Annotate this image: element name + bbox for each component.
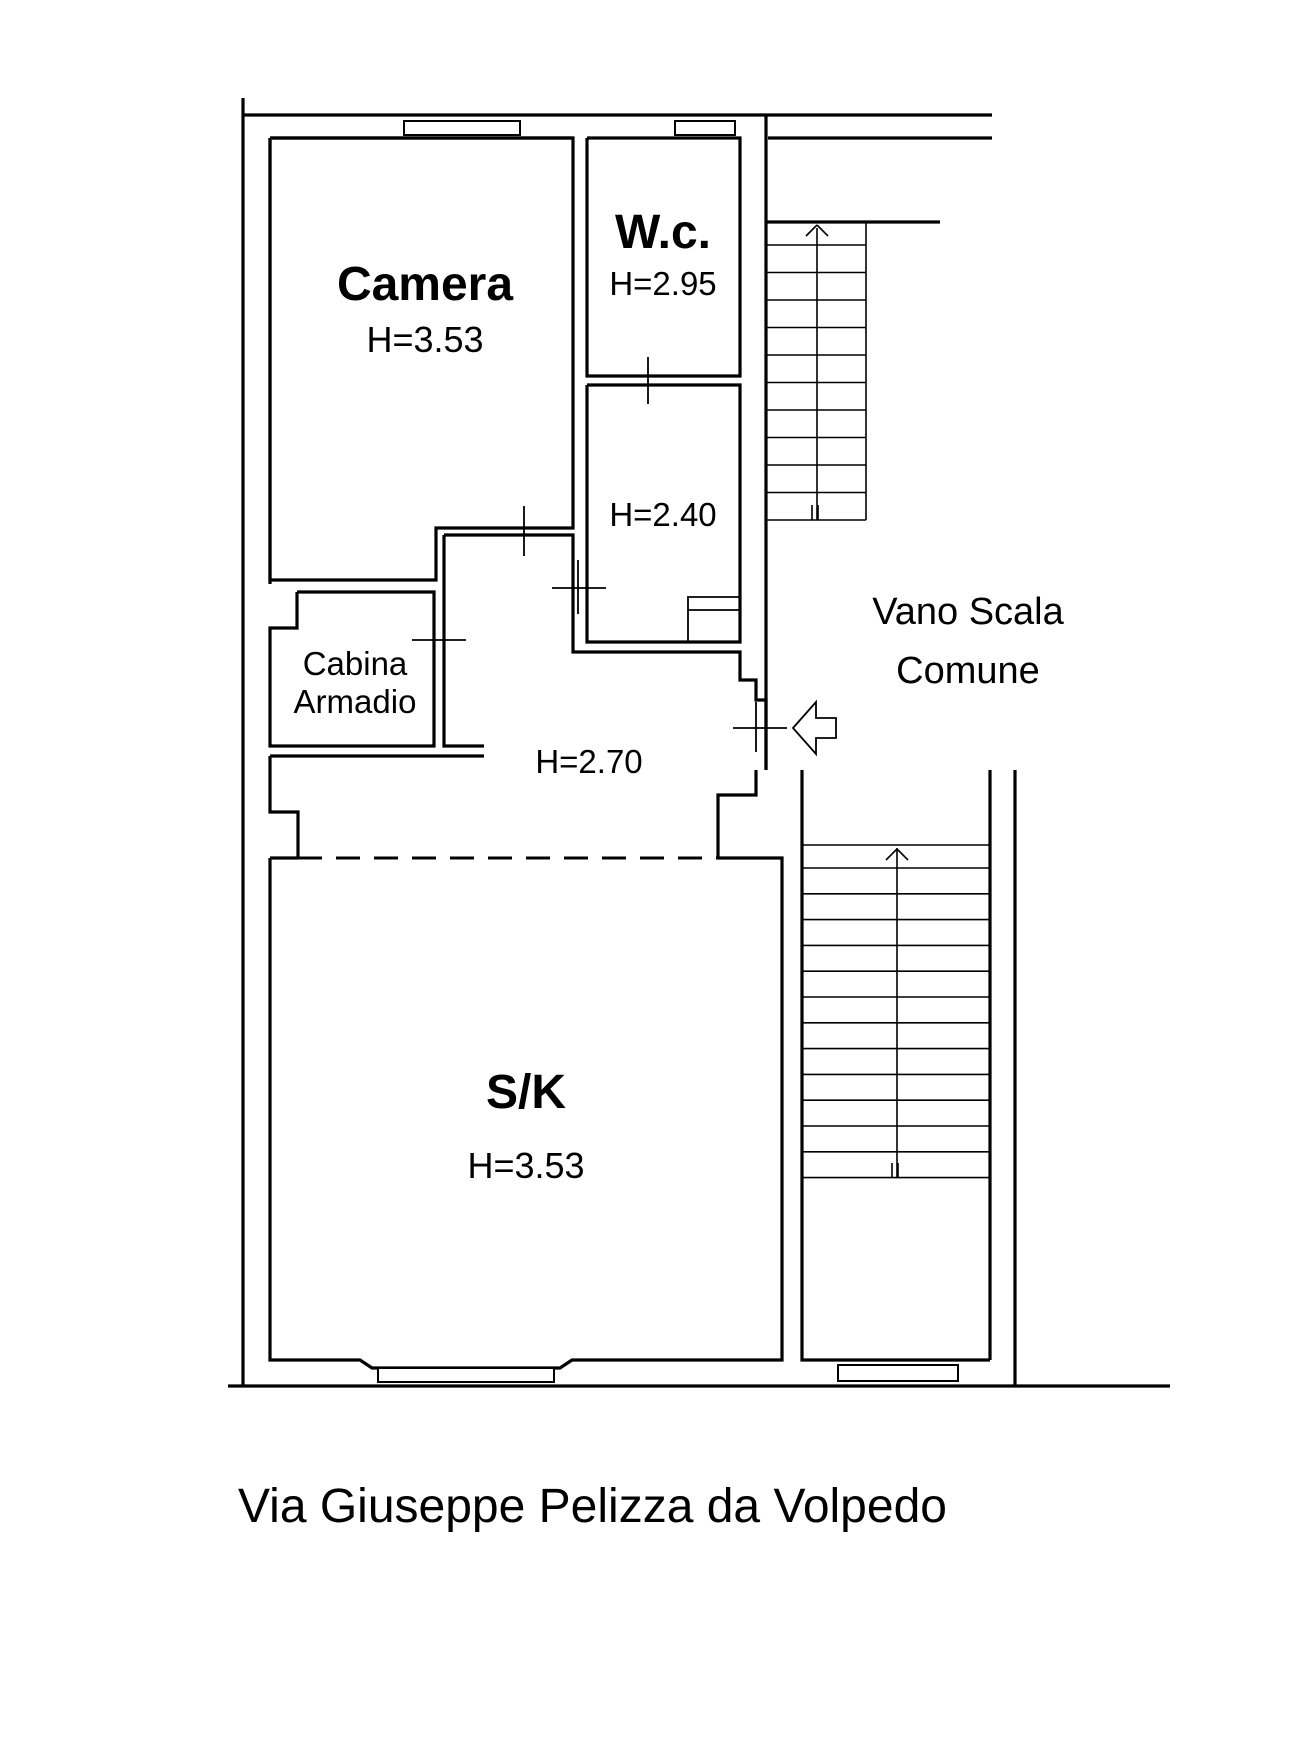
labels: Camera H=3.53 W.c. H=2.95 H=2.40 Cabina …: [238, 206, 1065, 1533]
windows: [377, 120, 959, 1383]
room-height-entrance: H=2.70: [535, 743, 642, 780]
room-camera: [268, 136, 575, 582]
window-living: [377, 1367, 555, 1383]
room-height-hallway: H=2.40: [609, 496, 716, 533]
room-hallway: [585, 383, 742, 644]
street-name: Via Giuseppe Pelizza da Volpedo: [238, 1480, 947, 1533]
room-living-kitchen: [268, 856, 784, 1370]
room-label-closet-line1: Cabina: [303, 645, 408, 682]
room-height-wc: H=2.95: [609, 265, 716, 302]
window-staircase: [837, 1364, 959, 1382]
room-label-living: S/K: [486, 1066, 566, 1119]
room-height-living: H=3.53: [467, 1145, 584, 1186]
window-camera: [403, 120, 521, 136]
common-area-label-line2: Comune: [896, 650, 1040, 692]
room-closet: [268, 590, 436, 748]
window-wc: [674, 120, 736, 136]
common-staircase: [766, 220, 990, 1362]
doors: [412, 357, 787, 752]
room-label-camera: Camera: [337, 258, 513, 311]
lower-stair-treads: [802, 867, 990, 1179]
room-entrance: [268, 533, 768, 860]
room-wc: [585, 115, 768, 770]
room-height-camera: H=3.53: [366, 319, 483, 360]
common-area-label-line1: Vano Scala: [872, 591, 1064, 633]
room-label-closet-line2: Armadio: [294, 683, 417, 720]
upper-stair-treads: [766, 244, 866, 521]
entrance-arrow-icon: [791, 699, 837, 757]
room-label-wc: W.c.: [615, 206, 711, 259]
